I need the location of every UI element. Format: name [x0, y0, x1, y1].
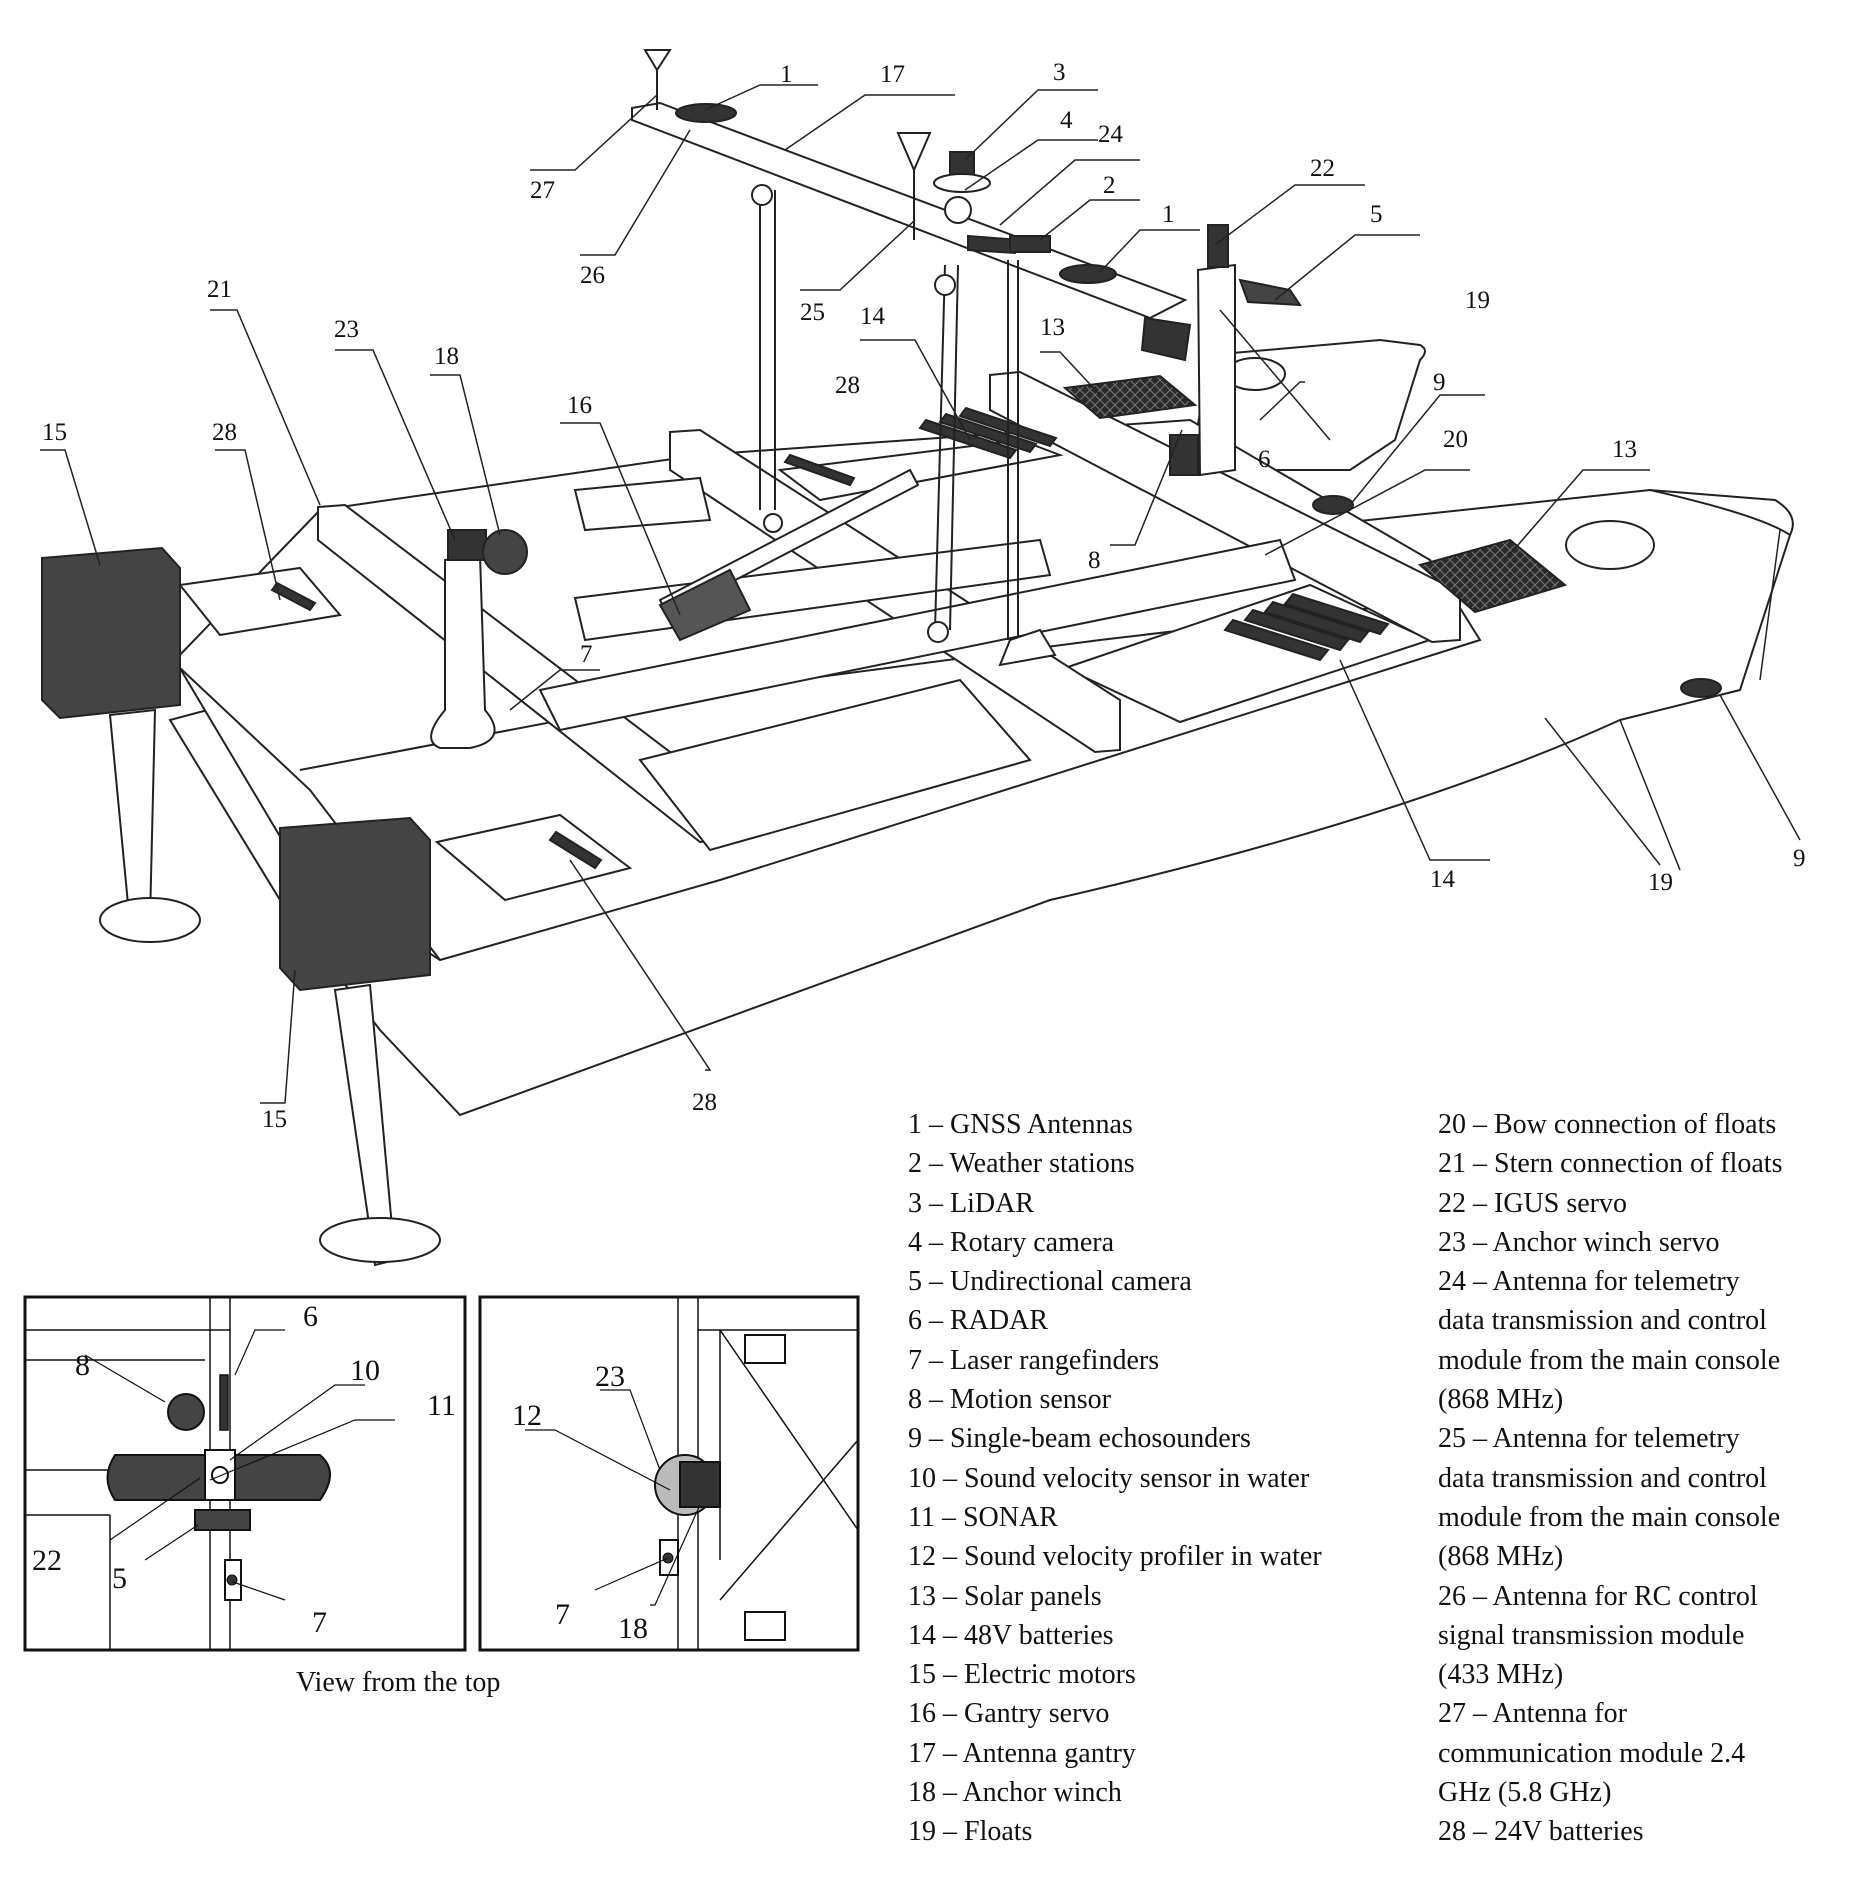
callout-22-top: 22	[1310, 155, 1335, 182]
antenna-gantry	[631, 101, 1188, 667]
callout-inset1-6: 6	[303, 1300, 318, 1333]
callout-28-bottom: 28	[692, 1089, 717, 1116]
callout-inset1-22: 22	[32, 1544, 62, 1577]
callout-21: 21	[207, 276, 232, 303]
far-float	[1188, 338, 1426, 471]
inset-caption: View from the top	[296, 1667, 501, 1698]
cross-members	[317, 370, 1461, 852]
solar-panels	[1062, 374, 1568, 614]
gantry-servo-arm	[658, 468, 920, 642]
legend-item: data transmission and control	[1438, 1305, 1767, 1337]
callout-15-bottom: 15	[262, 1106, 287, 1133]
callout-inset1-7: 7	[312, 1606, 327, 1639]
electric-motors	[41, 546, 441, 1267]
legend-item: module from the main console	[1438, 1344, 1781, 1376]
callout-26: 26	[580, 262, 605, 289]
legend-item: 5 – Undirectional camera	[908, 1266, 1192, 1298]
callout-9-top: 9	[1433, 369, 1446, 396]
legend-item: 18 – Anchor winch	[908, 1777, 1122, 1809]
legend-item: 15 – Electric motors	[908, 1659, 1136, 1691]
legend-item: 13 – Solar panels	[908, 1580, 1102, 1612]
callout-7-top: 7	[580, 641, 593, 668]
callout-14-bottom: 14	[1430, 866, 1456, 893]
legend-item: 10 – Sound velocity sensor in water	[908, 1462, 1310, 1494]
legend-item: signal transmission module	[1438, 1619, 1745, 1651]
legend-item: data transmission and control	[1438, 1462, 1767, 1494]
inset-left	[23, 1295, 467, 1652]
legend-item: (433 MHz)	[1438, 1659, 1564, 1691]
legend-right-column: 20 – Bow connection of floats 21 – Stern…	[1438, 1105, 1782, 1852]
callout-inset1-11: 11	[427, 1389, 456, 1422]
legend-item: 2 – Weather stations	[908, 1148, 1135, 1180]
callout-4: 4	[1060, 107, 1073, 134]
legend-item: 14 – 48V batteries	[908, 1619, 1114, 1651]
legend-item: 6 – RADAR	[908, 1305, 1049, 1337]
gantry-instruments	[643, 49, 1051, 255]
callout-14-top: 14	[860, 303, 886, 330]
callout-inset1-10: 10	[350, 1354, 380, 1387]
legend-item: 19 – Floats	[908, 1816, 1033, 1848]
callout-inset2-7: 7	[555, 1598, 570, 1631]
legend-item: (868 MHz)	[1438, 1384, 1564, 1416]
callout-9-bottom: 9	[1793, 845, 1806, 872]
callout-inset2-18: 18	[618, 1612, 648, 1645]
callout-23-top: 23	[334, 316, 359, 343]
legend-item: 17 – Antenna gantry	[908, 1737, 1136, 1769]
callout-20: 20	[1443, 426, 1468, 453]
legend-item: 9 – Single-beam echosounders	[908, 1423, 1251, 1455]
callout-inset1-5: 5	[112, 1562, 127, 1595]
legend-item: 22 – IGUS servo	[1438, 1187, 1627, 1219]
callout-27: 27	[530, 177, 555, 204]
callout-8-top: 8	[1088, 547, 1101, 574]
legend-item: GHz (5.8 GHz)	[1438, 1777, 1612, 1809]
callout-25: 25	[800, 299, 825, 326]
legend-item: 24 – Antenna for telemetry	[1438, 1266, 1740, 1298]
legend-item: (868 MHz)	[1438, 1541, 1564, 1573]
legend-item: 20 – Bow connection of floats	[1438, 1109, 1777, 1140]
callout-19-bottom: 19	[1648, 869, 1673, 896]
legend-item: communication module 2.4	[1438, 1737, 1746, 1769]
callout-2: 2	[1103, 172, 1116, 199]
callout-13-top: 13	[1040, 314, 1065, 341]
anchor-winch	[430, 529, 528, 749]
callout-3: 3	[1053, 59, 1066, 86]
callout-1-right: 1	[1162, 201, 1175, 228]
legend-item: 11 – SONAR	[908, 1501, 1058, 1533]
legend-item: 7 – Laser rangefinders	[908, 1344, 1160, 1376]
callout-1-top: 1	[780, 61, 793, 88]
echosounders	[1312, 495, 1722, 698]
callout-18-top: 18	[434, 343, 459, 370]
legend-item: module from the main console	[1438, 1501, 1781, 1533]
callout-19-top: 19	[1465, 287, 1490, 314]
callout-inset1-8: 8	[75, 1349, 90, 1382]
legend-left-column: 1 – GNSS Antennas 2 – Weather stations 3…	[908, 1105, 1322, 1852]
legend-item: 4 – Rotary camera	[908, 1226, 1115, 1258]
callout-17: 17	[880, 61, 905, 88]
legend-item: 1 – GNSS Antennas	[908, 1109, 1133, 1140]
callout-16: 16	[567, 392, 592, 419]
legend-item: 21 – Stern connection of floats	[1438, 1148, 1783, 1180]
legend-item: 27 – Antenna for	[1438, 1698, 1627, 1730]
callout-inset2-23: 23	[595, 1360, 625, 1393]
callout-24: 24	[1098, 121, 1124, 148]
callout-inset2-12: 12	[512, 1399, 542, 1432]
legend-item: 3 – LiDAR	[908, 1187, 1034, 1219]
legend-item: 23 – Anchor winch servo	[1438, 1226, 1720, 1258]
legend-item: 12 – Sound velocity profiler in water	[908, 1541, 1322, 1573]
legend-item: 28 – 24V batteries	[1438, 1816, 1644, 1848]
legend-item: 16 – Gantry servo	[908, 1698, 1110, 1730]
legend-item: 26 – Antenna for RC control	[1438, 1580, 1758, 1612]
leader-lines	[40, 84, 1801, 1104]
legend-item: 25 – Antenna for telemetry	[1438, 1423, 1740, 1455]
callout-28-left: 28	[212, 419, 237, 446]
callout-5-top: 5	[1370, 201, 1383, 228]
callout-6-top: 6	[1258, 446, 1271, 473]
legend-item: 8 – Motion sensor	[908, 1384, 1111, 1416]
callout-28-mid: 28	[835, 372, 860, 399]
callout-labels: 1 17 3 4 24 2 22 1 5 27 26 25 14 13 28 1…	[32, 59, 1806, 1645]
callout-13-right: 13	[1612, 436, 1637, 463]
inset-right	[478, 1295, 860, 1652]
callout-15-left: 15	[42, 419, 67, 446]
